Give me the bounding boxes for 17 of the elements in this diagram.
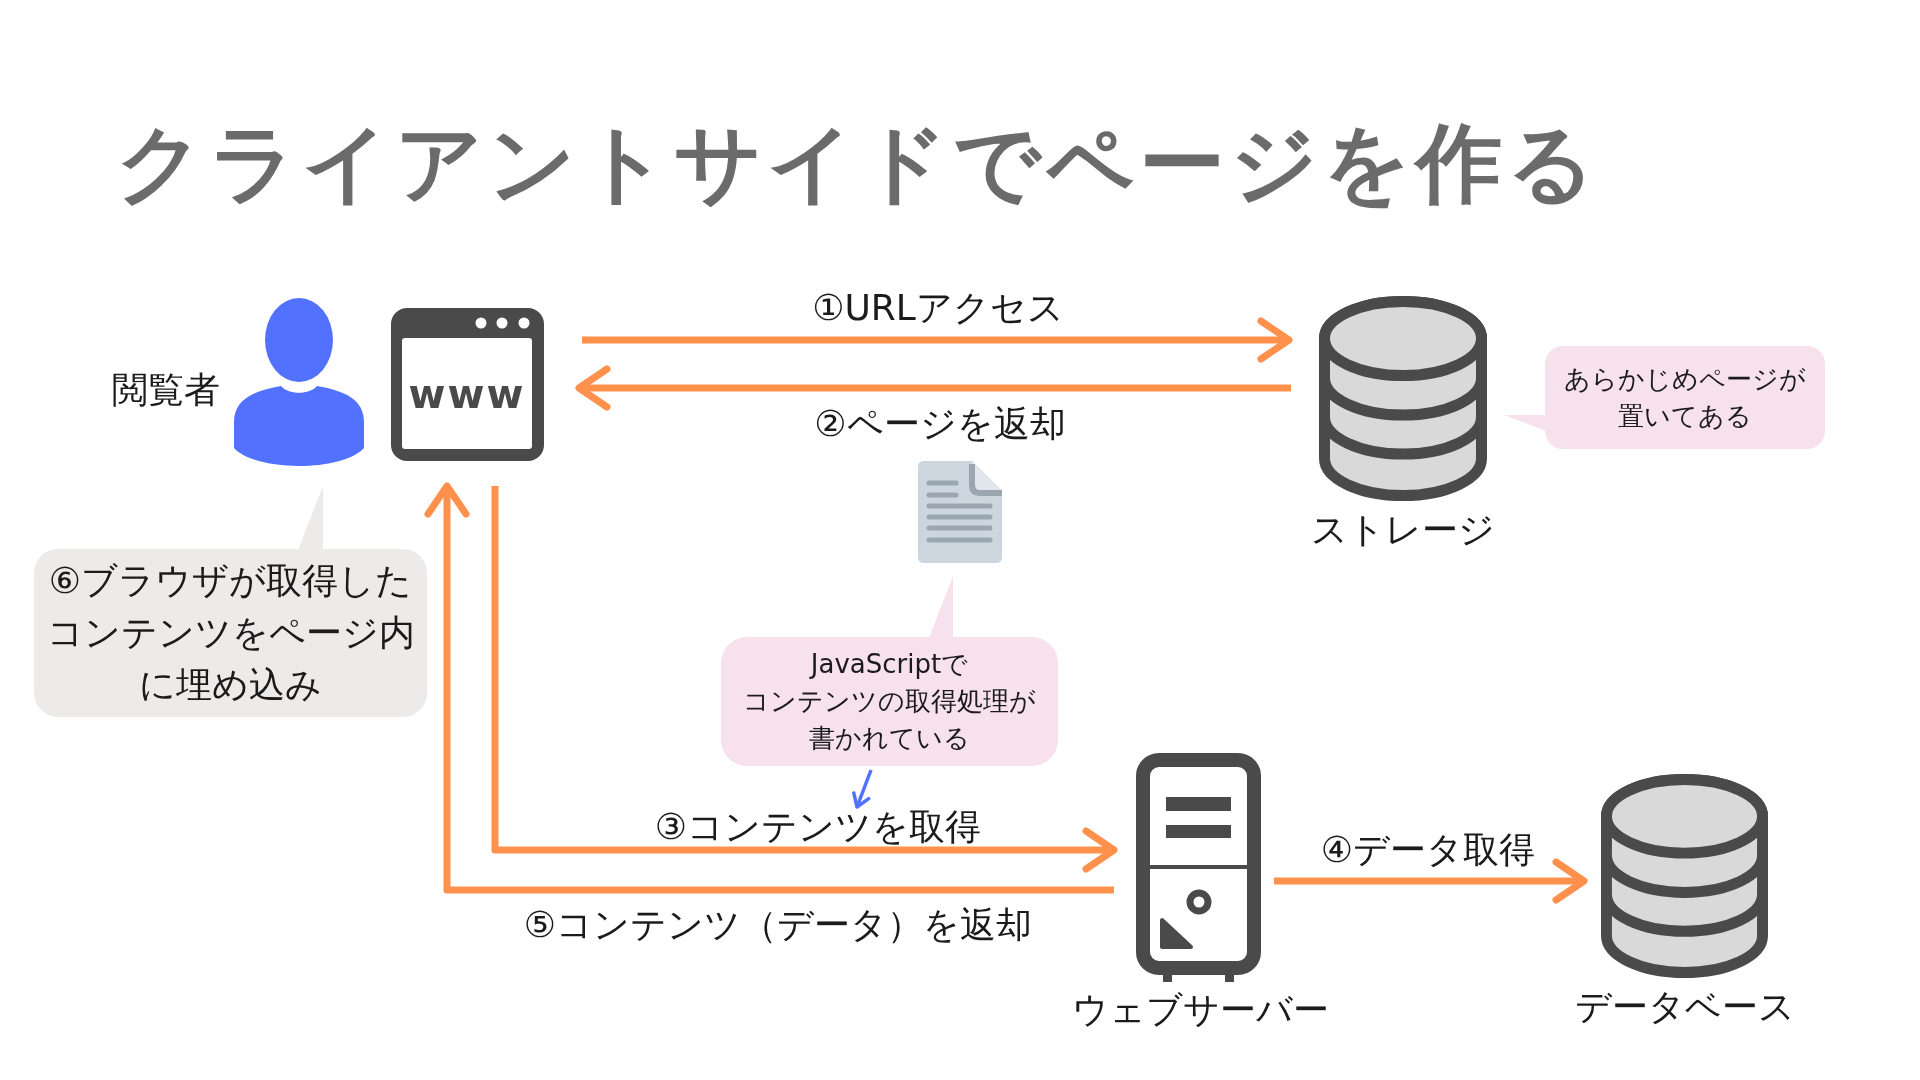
database-icon bbox=[1319, 296, 1487, 501]
callout-text: ⑥ブラウザが取得したコンテンツをページ内に埋め込み bbox=[46, 559, 415, 707]
database-icon bbox=[1601, 774, 1768, 978]
speech-bubble bbox=[1504, 346, 1825, 449]
browser-window bbox=[391, 308, 544, 461]
person-label: 閲覧者 bbox=[112, 369, 220, 410]
speech-bubble bbox=[34, 486, 427, 717]
callout-text: あらかじめページが置いてある bbox=[1564, 362, 1806, 433]
browser-label: www bbox=[408, 371, 526, 416]
server-label: ウェブサーバー bbox=[1071, 989, 1329, 1030]
database-label: データベース bbox=[1575, 986, 1795, 1027]
server-icon bbox=[1136, 753, 1261, 982]
page-title: クライアントサイドでページを作る bbox=[116, 113, 1600, 213]
speech-bubble bbox=[721, 576, 1058, 766]
callout-text: JavaScriptでコンテンツの取得処理が書かれている bbox=[743, 648, 1036, 755]
storage-label: ストレージ bbox=[1311, 509, 1495, 550]
pointer-arrow bbox=[852, 769, 873, 809]
